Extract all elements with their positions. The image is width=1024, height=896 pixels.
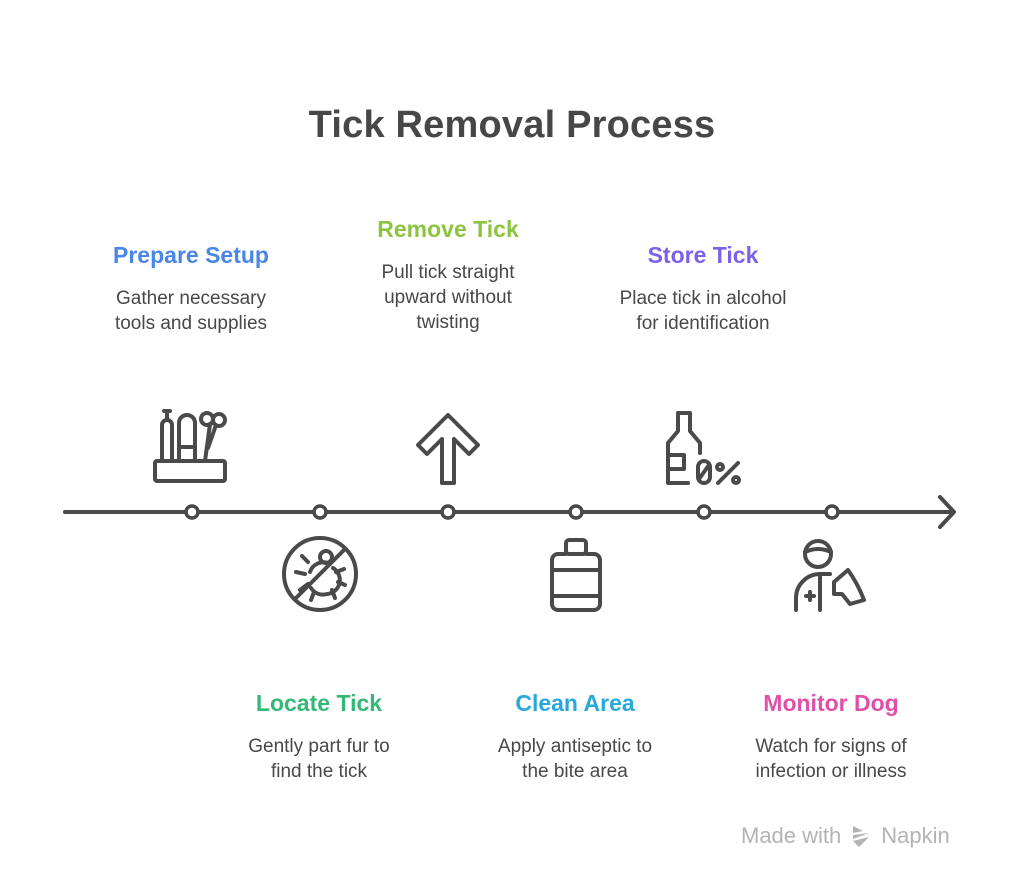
vet-with-dog-icon [788,532,872,616]
step-description: Apply antiseptic to the bite area [497,736,653,782]
step-locate-tick: Locate Tick Gently part fur to find the … [209,689,429,784]
step-label: Locate Tick [255,690,383,716]
step-label: Prepare Setup [113,242,269,268]
step-description: Gently part fur to find the tick [248,736,390,782]
timeline-marker [696,504,712,520]
timeline-marker [312,504,328,520]
step-prepare-setup: Prepare Setup Gather necessary tools and… [81,241,301,336]
antiseptic-bottle-icon [534,532,618,616]
timeline-marker [824,504,840,520]
tools-in-holder-icon [150,403,234,487]
step-remove-tick: Remove Tick Pull tick straight upward wi… [338,215,558,335]
step-description: Pull tick straight upward without twisti… [381,262,515,333]
step-label: Clean Area [515,690,635,716]
step-store-tick: Store Tick Place tick in alcohol for ide… [593,241,813,336]
alcohol-bottle-icon [662,403,746,487]
made-with-text: Made with [741,823,842,848]
step-monitor-dog: Monitor Dog Watch for signs of infection… [721,689,941,784]
step-label: Store Tick [647,242,759,268]
no-tick-icon [278,532,362,616]
arrow-up-icon [406,403,490,487]
step-description: Watch for signs of infection or illness [755,736,907,782]
step-description: Place tick in alcohol for identification [619,288,787,334]
diagram-title: Tick Removal Process [308,104,716,146]
timeline-marker [440,504,456,520]
step-label: Remove Tick [377,216,519,242]
made-with-napkin-badge: Made with Napkin [741,823,950,849]
timeline-marker [184,504,200,520]
timeline-marker [568,504,584,520]
napkin-brand-text: Napkin [881,823,950,848]
step-clean-area: Clean Area Apply antiseptic to the bite … [465,689,685,784]
napkin-logo-icon [853,826,870,847]
step-description: Gather necessary tools and supplies [114,288,268,334]
step-label: Monitor Dog [763,690,899,716]
timeline-arrowhead [938,495,956,529]
